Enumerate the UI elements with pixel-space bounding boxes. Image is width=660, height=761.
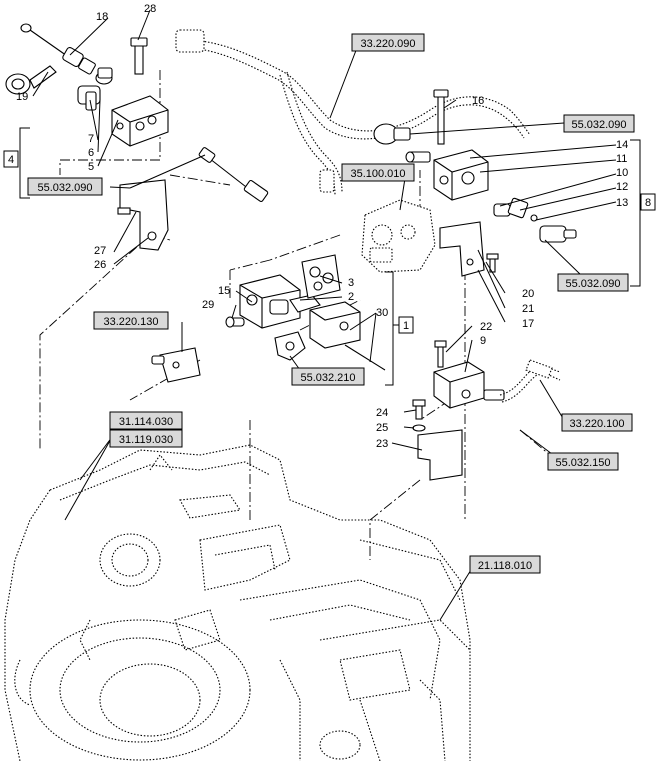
callout-25: 25 [376, 422, 388, 434]
valve-block-30 [309, 301, 386, 371]
callout-6: 6 [88, 147, 94, 159]
ref-21118010[interactable]: 21.118.010 [469, 555, 541, 574]
hydraulic-pump [361, 199, 436, 273]
group-4-label: 4 [8, 154, 14, 166]
bracket-23 [417, 429, 463, 481]
callout-26: 26 [94, 259, 106, 271]
callout-5: 5 [88, 161, 94, 173]
callout-30: 30 [376, 307, 388, 319]
ref-33220090[interactable]: 33.220.090 [351, 33, 425, 52]
callout-23: 23 [376, 438, 388, 450]
bolt-22 [434, 340, 447, 368]
callout-16: 16 [472, 95, 484, 107]
svg-text:31.119.030: 31.119.030 [119, 434, 173, 446]
callout-28: 28 [144, 3, 156, 15]
bolt-28 [130, 37, 148, 75]
bolt-16 [433, 89, 449, 145]
svg-text:33.220.130: 33.220.130 [103, 316, 158, 328]
group-bracket-1: 1 [385, 271, 414, 386]
ref-55032210[interactable]: 55.032.210 [291, 367, 365, 386]
svg-text:21.118.010: 21.118.010 [478, 560, 532, 572]
callout-14: 14 [616, 139, 628, 151]
fitting-14 [405, 151, 431, 163]
ref-55032150[interactable]: 55.032.150 [547, 452, 619, 471]
bolt-29 [225, 316, 245, 328]
callout-9: 9 [480, 335, 486, 347]
hydraulic-pipe-upper [175, 29, 531, 196]
ref-55032090-left[interactable]: 55.032.090 [27, 177, 103, 196]
ref-55032090-right-top[interactable]: 55.032.090 [563, 114, 635, 133]
sensor-55032090-top [373, 123, 411, 145]
transmission-housing [4, 444, 471, 761]
solenoid-55032210 [274, 331, 306, 361]
valve-block-11 [433, 149, 489, 201]
callout-13: 13 [616, 197, 628, 209]
svg-text:55.032.150: 55.032.150 [555, 457, 610, 469]
svg-text:33.220.090: 33.220.090 [360, 38, 415, 50]
svg-text:55.032.090: 55.032.090 [571, 119, 626, 131]
ref-55032090-right-bottom[interactable]: 55.032.090 [557, 273, 629, 292]
bolt-24-25 [412, 399, 426, 432]
ref-31114030[interactable]: 31.114.030 [109, 411, 183, 430]
callout-12: 12 [616, 181, 628, 193]
svg-text:31.114.030: 31.114.030 [119, 416, 173, 428]
callout-7: 7 [88, 133, 94, 145]
valve-9 [433, 361, 505, 409]
solenoid-13 [530, 214, 577, 243]
dipstick-assembly [20, 23, 96, 75]
callout-10: 10 [616, 167, 628, 179]
svg-text:55.032.090: 55.032.090 [565, 278, 620, 290]
ref-33220100[interactable]: 33.220.100 [561, 413, 633, 432]
callout-18: 18 [96, 11, 108, 23]
callout-27: 27 [94, 245, 106, 257]
group-8-label: 8 [645, 197, 651, 209]
callout-15: 15 [218, 285, 230, 297]
sensor-7-6 [77, 67, 113, 111]
ref-33220130[interactable]: 33.220.130 [93, 311, 169, 330]
callout-22: 22 [480, 321, 492, 333]
svg-text:33.220.100: 33.220.100 [569, 418, 624, 430]
ref-31119030[interactable]: 31.119.030 [109, 429, 183, 448]
valve-group-1 [239, 274, 321, 329]
svg-text:35.100.010: 35.100.010 [350, 168, 405, 180]
callout-11: 11 [616, 153, 627, 165]
svg-text:55.032.090: 55.032.090 [37, 182, 92, 194]
callout-2: 2 [348, 291, 354, 303]
bracket-26-27 [117, 179, 169, 251]
fitting-10-12 [493, 197, 529, 219]
group-bracket-8: 8 [630, 139, 656, 287]
group-1-label: 1 [403, 320, 409, 332]
ref-35100010[interactable]: 35.100.010 [341, 163, 415, 182]
pipe-33220100 [499, 359, 561, 403]
leader-lines [32, 9, 617, 621]
callout-19: 19 [16, 91, 28, 103]
bracket-33220130 [151, 347, 201, 383]
bolt-20 [486, 253, 499, 273]
callout-29: 29 [202, 299, 214, 311]
callout-17: 17 [522, 318, 534, 330]
group-bracket-4: 4 [3, 127, 30, 199]
callout-3: 3 [348, 277, 354, 289]
bracket-17-21 [439, 221, 485, 277]
ring-19 [5, 65, 57, 95]
sensor-cable [198, 147, 269, 202]
callout-20: 20 [522, 288, 534, 300]
callout-24: 24 [376, 407, 388, 419]
callout-labels: 18 28 19 7 6 5 27 26 16 14 11 10 12 13 2… [16, 3, 628, 450]
callout-21: 21 [522, 303, 534, 315]
svg-text:55.032.210: 55.032.210 [300, 372, 355, 384]
